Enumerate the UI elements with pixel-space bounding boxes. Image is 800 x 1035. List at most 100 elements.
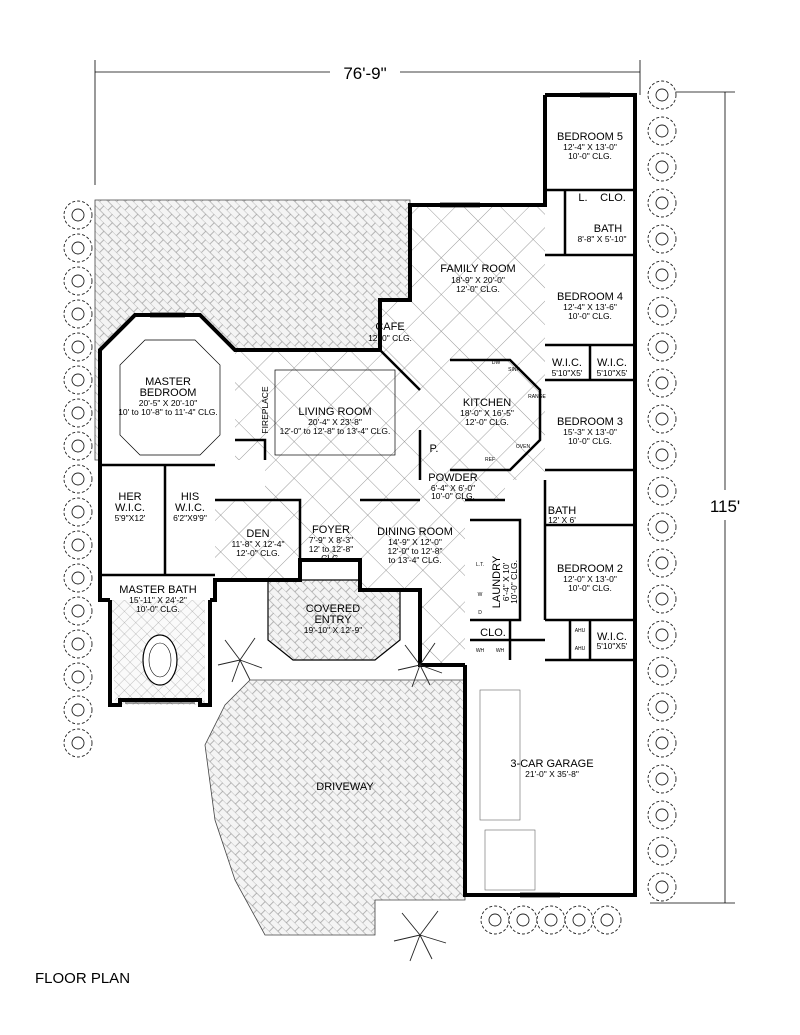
shrub-icon (655, 736, 669, 750)
windows (125, 92, 610, 898)
bedroom5-dims: 12'-4" X 13'-0" (563, 142, 617, 152)
room-labels: BEDROOM 5 12'-4" X 13'-0" 10'-0" CLG. L.… (115, 131, 628, 793)
kitchen-clg: 12'-0" CLG. (465, 417, 509, 427)
wic-b-name: W.I.C. (597, 357, 627, 369)
laundry-dims: 6'-4" X 10' (501, 562, 511, 601)
dining-clg2: to 13'-4" CLG. (388, 555, 441, 565)
ref-label: REF (485, 457, 495, 463)
wic-a-name: W.I.C. (552, 357, 582, 369)
kitchen-name: KITCHEN (463, 397, 511, 409)
house-floor (215, 205, 545, 665)
master-name2: BEDROOM (140, 387, 197, 399)
living-clg: 12'-0" to 12'-8" to 13'-4" CLG. (280, 426, 391, 436)
shrub-icon (71, 373, 85, 387)
shrub-icon (655, 664, 669, 678)
palm-icons (217, 637, 447, 962)
bedroom4-clg: 10'-0" CLG. (568, 311, 612, 321)
den-dims: 11'-8" X 12'-4" (231, 539, 284, 549)
oven-label: OVEN (516, 444, 531, 450)
her-wic-name1: HER (118, 491, 141, 503)
shrub-icon (71, 670, 85, 684)
garage-dims: 21'-0" X 35'-8" (525, 769, 579, 779)
family-dims: 18'-9" X 20'-0" (451, 275, 505, 285)
den-clg: 12'-0" CLG. (236, 548, 280, 558)
shrub-icon (655, 268, 669, 282)
d-label: D (478, 610, 482, 616)
bedroom5-name: BEDROOM 5 (557, 131, 623, 143)
shrub-icon (655, 160, 669, 174)
bedroom2-name: BEDROOM 2 (557, 563, 623, 575)
powder-clg: 10'-0" CLG. (431, 491, 475, 501)
wic-c-dims: 5'10"X5' (597, 641, 628, 651)
shrub-icon (655, 376, 669, 390)
shrub-icon (655, 520, 669, 534)
master-tray (119, 339, 221, 456)
bedroom2-dims: 12'-0" X 13'-0" (563, 574, 617, 584)
living-name: LIVING ROOM (298, 406, 371, 418)
shrub-icon (71, 505, 85, 519)
covered-entry-dims: 19'-10" X 12'-9" (304, 625, 362, 635)
master-name1: MASTER (145, 376, 191, 388)
shrub-icon (655, 448, 669, 462)
shrub-icon (71, 340, 85, 354)
her-wic-name2: W.I.C. (115, 502, 145, 514)
garage-fixtures (479, 689, 536, 891)
shrub-icon (71, 208, 85, 222)
wic-a-dims: 5'10"X5' (552, 368, 583, 378)
shrub-icon (655, 556, 669, 570)
wh-label-1: WH (476, 648, 485, 654)
shrub-icon (655, 304, 669, 318)
l-top-name: L. (578, 192, 587, 204)
interior-walls (100, 188, 635, 662)
powder-name: POWDER (428, 472, 478, 484)
shrub-icon (71, 472, 85, 486)
shrub-icon (655, 340, 669, 354)
w-label: W (478, 592, 483, 598)
shrub-icon (71, 439, 85, 453)
bedroom2-clg: 10'-0" CLG. (568, 583, 612, 593)
ahu-label-1: AHU (575, 628, 586, 634)
shrub-icon (71, 241, 85, 255)
shrub-icon (71, 538, 85, 552)
bedroom5-clg: 10'-0" CLG. (568, 151, 612, 161)
driveway-area (204, 679, 466, 936)
shrub-icon (488, 913, 502, 927)
bath-mid-dims: 12' X 6' (548, 515, 576, 525)
shrub-icon (655, 628, 669, 642)
shrub-icon (600, 913, 614, 927)
shrub-icon (655, 880, 669, 894)
shrub-icon (655, 484, 669, 498)
bedroom3-name: BEDROOM 3 (557, 416, 623, 428)
ahu-label-2: AHU (575, 646, 586, 652)
master-bath-clg: 10'-0" CLG. (136, 604, 180, 614)
fireplace-label: FIREPLACE (260, 386, 270, 434)
depth-label: 115' (710, 497, 740, 516)
his-wic-name2: W.I.C. (175, 502, 205, 514)
covered-entry-name1: COVERED (306, 603, 360, 615)
laundry-name: LAUNDRY (491, 555, 503, 608)
shrub-icon (71, 736, 85, 750)
shrub-icon (71, 604, 85, 618)
living-dims: 20'-4" X 23'-8" (308, 417, 362, 427)
his-wic-name1: HIS (181, 491, 199, 503)
shrub-icon (655, 88, 669, 102)
shrub-icon (572, 913, 586, 927)
shrub-icon (71, 703, 85, 717)
wh-label-2: WH (496, 648, 505, 654)
clo-mid-name: CLO. (480, 627, 506, 639)
shrub-icon (655, 232, 669, 246)
cafe-name: CAFE (375, 321, 404, 333)
width-dimension (94, 60, 641, 185)
master-bath-name: MASTER BATH (119, 584, 196, 596)
shrub-icon (655, 808, 669, 822)
bedroom3-clg: 10'-0" CLG. (568, 436, 612, 446)
wic-b-dims: 5'10"X5' (597, 368, 628, 378)
living-tray (274, 369, 396, 456)
bath-mid-name: BATH (548, 505, 577, 517)
dining-name: DINING ROOM (377, 526, 453, 538)
shrub-icon (71, 637, 85, 651)
family-clg: 12'-0" CLG. (456, 284, 500, 294)
dining-dims: 14'-9" X 12'-0" (388, 537, 442, 547)
shrub-icon (655, 592, 669, 606)
